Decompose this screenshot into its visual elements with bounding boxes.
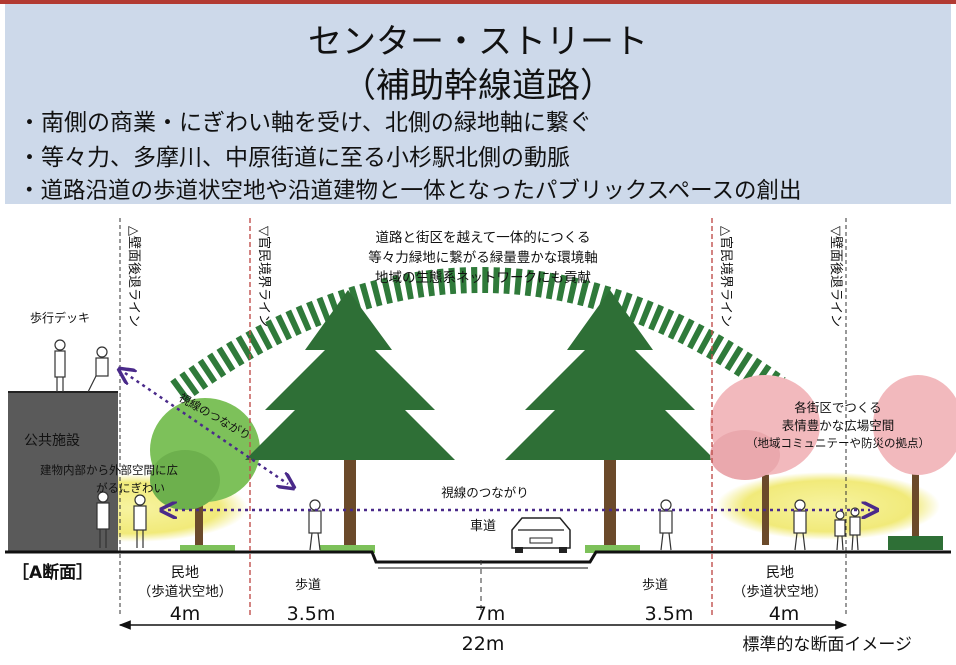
dimension-right: 4m — [769, 603, 800, 625]
pink-tree-right-2 — [873, 375, 956, 545]
subtitle: （補助幹線道路） — [342, 66, 614, 106]
carriageway-label: 車道 — [470, 519, 496, 534]
shrub-right — [888, 536, 943, 550]
block-space-text-2: 表情豊かな広場空間 — [782, 418, 895, 433]
dimension-road: 7m — [475, 603, 506, 625]
setback-label-right: ▽壁面後退ライン — [828, 226, 843, 327]
dimension-left: 4m — [170, 603, 201, 625]
section-label: ［A断面］ — [12, 562, 93, 583]
caption: 標準的な断面イメージ — [742, 635, 912, 655]
title: センター・ストリート — [308, 22, 648, 62]
dimension-sidewalk-right: 3.5m — [645, 603, 694, 625]
block-space-text-3: （地域コミュニテーや防災の拠点） — [746, 436, 930, 450]
sidewalk-right: 歩道 — [642, 578, 668, 593]
green-axis-text-3: 地域の生態系ネットワークにも貢献 — [375, 270, 591, 286]
private-land-right-sub: （歩道状空地） — [733, 584, 828, 600]
pink-tree-right-1 — [710, 375, 820, 545]
header-panel — [5, 4, 951, 204]
setback-label-left: △壁面後退ライン — [126, 226, 141, 327]
ground-profile — [5, 550, 951, 564]
plaza-glow-right — [716, 472, 940, 540]
private-land-left: 民地 — [171, 565, 199, 581]
inside-outside-label-2: がるにぎわい — [96, 481, 165, 495]
boundary-label-right: △官民境界ライン — [718, 226, 734, 327]
large-tree-right — [505, 290, 715, 553]
green-axis-arc — [170, 267, 786, 403]
bullet-1: ・南側の商業・にぎわい軸を受け、北側の緑地軸に繋ぐ — [18, 110, 592, 136]
private-land-left-sub: （歩道状空地） — [138, 584, 233, 600]
green-axis-text-2: 等々力緑地に繋がる緑量豊かな環境軸 — [368, 249, 598, 266]
inside-outside-label-1: 建物内部から外部空間に広 — [40, 463, 178, 477]
deck-label: 歩行デッキ — [30, 310, 90, 325]
top-accent-bar — [0, 0, 956, 4]
boundary-label-left: ▽官民境界ライン — [256, 226, 272, 327]
dimension-total: 22m — [462, 633, 505, 655]
public-facility-label: 公共施設 — [24, 433, 80, 449]
block-space-text-1: 各街区でつくる — [794, 400, 881, 415]
sidewalk-left: 歩道 — [295, 578, 321, 593]
sightline-diagonal-arrow — [125, 373, 288, 484]
large-tree-left — [245, 290, 455, 553]
car-icon — [511, 517, 571, 553]
green-axis-text-1: 道路と街区を越えて一体的につくる — [375, 230, 590, 246]
private-land-right: 民地 — [766, 565, 794, 581]
sightline-horizontal-label: 視線のつながり — [441, 485, 529, 500]
bullet-2: ・等々力、多摩川、中原街道に至る小杉駅北側の動脈 — [18, 145, 570, 171]
bullet-3: ・道路沿道の歩道状空地や沿道建物と一体となったパブリックスペースの創出 — [18, 178, 802, 204]
dimension-sidewalk-left: 3.5m — [287, 603, 336, 625]
